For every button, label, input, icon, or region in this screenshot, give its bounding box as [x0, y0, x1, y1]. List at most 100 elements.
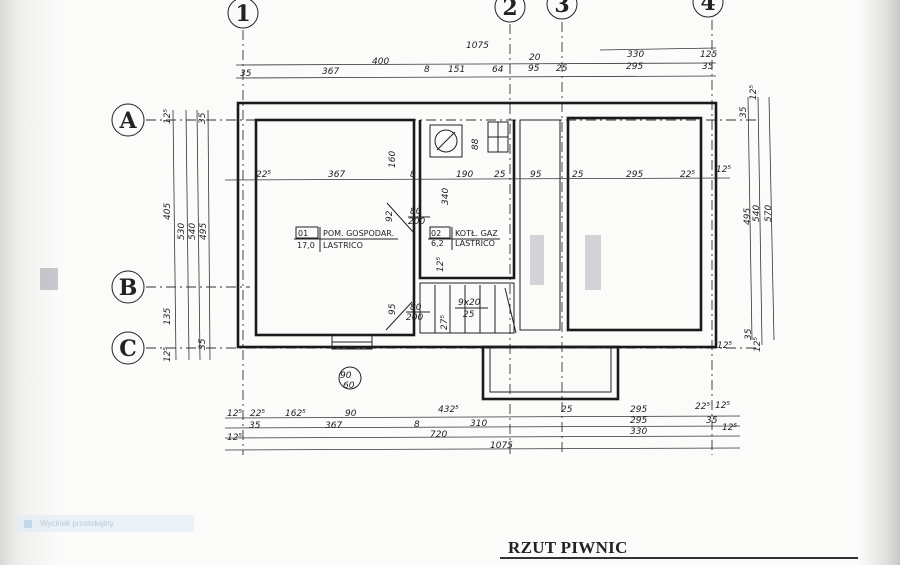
svg-text:720: 720 — [430, 430, 447, 440]
svg-text:35: 35 — [744, 328, 754, 340]
svg-text:90: 90 — [340, 371, 352, 381]
svg-text:12⁵: 12⁵ — [436, 257, 446, 272]
svg-text:KOTŁ. GAZ: KOTŁ. GAZ — [455, 229, 498, 238]
svg-text:190: 190 — [456, 170, 473, 180]
svg-text:310: 310 — [470, 419, 487, 429]
bottom-dimensions: 12⁵ 22⁵ 162⁵ 90 432⁵ 25 295 22⁵ 12⁵ 35 3… — [227, 401, 737, 451]
svg-text:12⁵: 12⁵ — [753, 337, 763, 352]
svg-text:12⁵: 12⁵ — [715, 401, 730, 411]
svg-text:295: 295 — [630, 405, 647, 415]
svg-text:495: 495 — [743, 208, 753, 225]
svg-text:LASTRICO: LASTRICO — [323, 241, 363, 250]
room-label-01: 01 POM. GOSPODAR. 17,0 LASTRICO — [294, 226, 398, 252]
svg-text:151: 151 — [448, 65, 465, 75]
svg-text:12⁵: 12⁵ — [722, 423, 737, 433]
svg-text:25: 25 — [572, 170, 584, 180]
svg-text:22⁵: 22⁵ — [256, 170, 271, 180]
grid-bubble-a: A — [111, 103, 145, 137]
svg-text:80: 80 — [410, 207, 422, 217]
svg-text:125: 125 — [700, 50, 717, 60]
svg-text:2: 2 — [502, 0, 517, 21]
svg-text:405: 405 — [163, 203, 173, 220]
svg-text:27⁵: 27⁵ — [440, 315, 450, 330]
svg-text:1: 1 — [235, 1, 250, 27]
svg-text:95: 95 — [528, 64, 540, 74]
svg-text:162⁵: 162⁵ — [285, 409, 306, 419]
stairs — [434, 285, 517, 334]
svg-text:02: 02 — [431, 229, 441, 238]
svg-text:22⁵: 22⁵ — [250, 409, 265, 419]
door-swings — [385, 202, 415, 331]
svg-text:8: 8 — [424, 65, 430, 75]
svg-text:1075: 1075 — [466, 41, 489, 51]
svg-text:12⁵: 12⁵ — [227, 433, 242, 443]
svg-text:12⁵: 12⁵ — [163, 109, 173, 124]
svg-text:92: 92 — [385, 210, 395, 222]
grid-bubble-2: 2 — [494, 0, 526, 23]
svg-text:01: 01 — [298, 229, 308, 238]
snip-tool-label: Wycinek prostokątny — [40, 519, 114, 528]
svg-text:12⁵: 12⁵ — [227, 409, 242, 419]
svg-text:135: 135 — [163, 308, 173, 325]
rectangular-snip-tool-hint[interactable]: Wycinek prostokątny — [16, 515, 194, 532]
grid-bubble-c: C — [111, 331, 145, 365]
svg-text:A: A — [118, 108, 137, 134]
svg-text:35: 35 — [702, 62, 714, 72]
svg-text:1075: 1075 — [490, 441, 513, 451]
svg-text:35: 35 — [249, 421, 261, 431]
svg-text:295: 295 — [626, 62, 643, 72]
svg-text:200: 200 — [406, 313, 423, 323]
svg-text:530: 530 — [177, 223, 187, 240]
svg-text:432⁵: 432⁵ — [438, 405, 459, 415]
svg-text:35: 35 — [198, 338, 208, 350]
svg-text:4: 4 — [700, 0, 715, 16]
svg-text:367: 367 — [325, 421, 342, 431]
svg-text:88: 88 — [471, 138, 481, 150]
svg-text:25: 25 — [561, 405, 573, 415]
faded-stamp-marks — [40, 235, 601, 290]
grid-bubble-3: 3 — [546, 0, 578, 20]
right-dimensions: 12⁵ 35 495 540 570 35 12⁵ 12⁵ — [717, 85, 774, 352]
grid-bubble-b: B — [111, 270, 145, 304]
svg-text:495: 495 — [199, 223, 209, 240]
svg-text:367: 367 — [322, 67, 339, 77]
svg-text:90: 90 — [345, 409, 357, 419]
svg-text:295: 295 — [626, 170, 643, 180]
svg-text:22⁵: 22⁵ — [695, 402, 710, 412]
svg-text:25: 25 — [463, 310, 475, 320]
svg-text:95: 95 — [530, 170, 542, 180]
svg-text:340: 340 — [441, 188, 451, 205]
svg-text:35: 35 — [739, 106, 749, 118]
svg-text:80: 80 — [410, 303, 422, 313]
svg-text:367: 367 — [328, 170, 345, 180]
svg-text:200: 200 — [408, 217, 425, 227]
svg-text:3: 3 — [554, 0, 569, 18]
svg-text:25: 25 — [556, 64, 568, 74]
dimension-lines — [172, 47, 775, 451]
title-underline — [500, 557, 858, 559]
svg-text:8: 8 — [414, 420, 420, 430]
svg-text:295: 295 — [630, 416, 647, 426]
svg-text:35: 35 — [706, 416, 718, 426]
svg-text:330: 330 — [630, 427, 647, 437]
grid-bubble-1: 1 — [227, 0, 259, 29]
svg-text:160: 160 — [388, 151, 398, 168]
svg-text:570: 570 — [764, 205, 774, 222]
svg-text:35: 35 — [240, 69, 252, 79]
svg-text:C: C — [119, 336, 137, 362]
svg-text:LASTRICO: LASTRICO — [455, 239, 495, 248]
grid-bubble-4: 4 — [692, 0, 724, 18]
svg-text:95: 95 — [388, 303, 398, 315]
svg-text:8: 8 — [410, 170, 416, 180]
drawing-title: RZUT PIWNIC — [508, 538, 628, 557]
inner-dimensions: 22⁵ 367 8 190 25 95 25 295 22⁵ 12⁵ 160 3… — [256, 138, 731, 330]
svg-text:22⁵: 22⁵ — [680, 170, 695, 180]
svg-text:12⁵: 12⁵ — [163, 347, 173, 362]
left-dimensions: 12⁵ 405 135 12⁵ 530 540 495 35 35 — [163, 109, 209, 362]
room-label-02: 02 KOTŁ. GAZ 6,2 LASTRICO — [428, 226, 500, 250]
svg-text:12⁵: 12⁵ — [749, 85, 759, 100]
svg-text:60: 60 — [343, 381, 355, 391]
svg-text:540: 540 — [752, 205, 762, 222]
